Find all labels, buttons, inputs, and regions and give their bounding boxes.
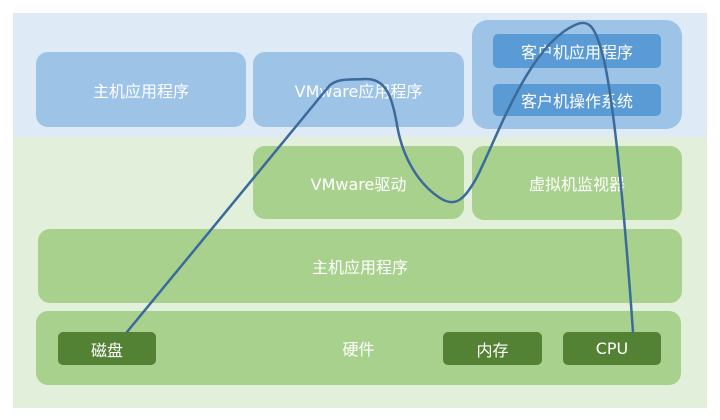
hardware-label: 硬件: [342, 340, 375, 359]
memory-box: 内存: [443, 332, 542, 365]
guest-os-box: 客户机操作系统: [493, 84, 661, 116]
hypervisor-box: 虚拟机监视器: [472, 146, 682, 220]
guest-app-box: 客户机应用程序: [493, 34, 661, 68]
host-app-upper-label: 主机应用程序: [92, 81, 189, 101]
vmware-app-label: VMware应用程序: [294, 81, 423, 101]
host-app-lower-box: 主机应用程序: [38, 229, 682, 303]
memory-label: 内存: [476, 340, 509, 360]
vmware-driver-box: VMware驱动: [253, 146, 464, 219]
host-app-upper-box: 主机应用程序: [36, 52, 246, 127]
host-app-lower-label: 主机应用程序: [311, 258, 408, 277]
disk-label: 磁盘: [90, 340, 123, 360]
cpu-box: CPU: [563, 332, 661, 365]
disk-box: 磁盘: [58, 332, 156, 365]
hypervisor-label: 虚拟机监视器: [528, 175, 625, 194]
vmware-app-box: VMware应用程序: [253, 52, 464, 127]
guest-os-label: 客户机操作系统: [520, 92, 633, 111]
guest-app-label: 客户机应用程序: [520, 43, 633, 62]
cpu-label: CPU: [595, 339, 629, 358]
vmware-driver-label: VMware驱动: [310, 174, 407, 194]
